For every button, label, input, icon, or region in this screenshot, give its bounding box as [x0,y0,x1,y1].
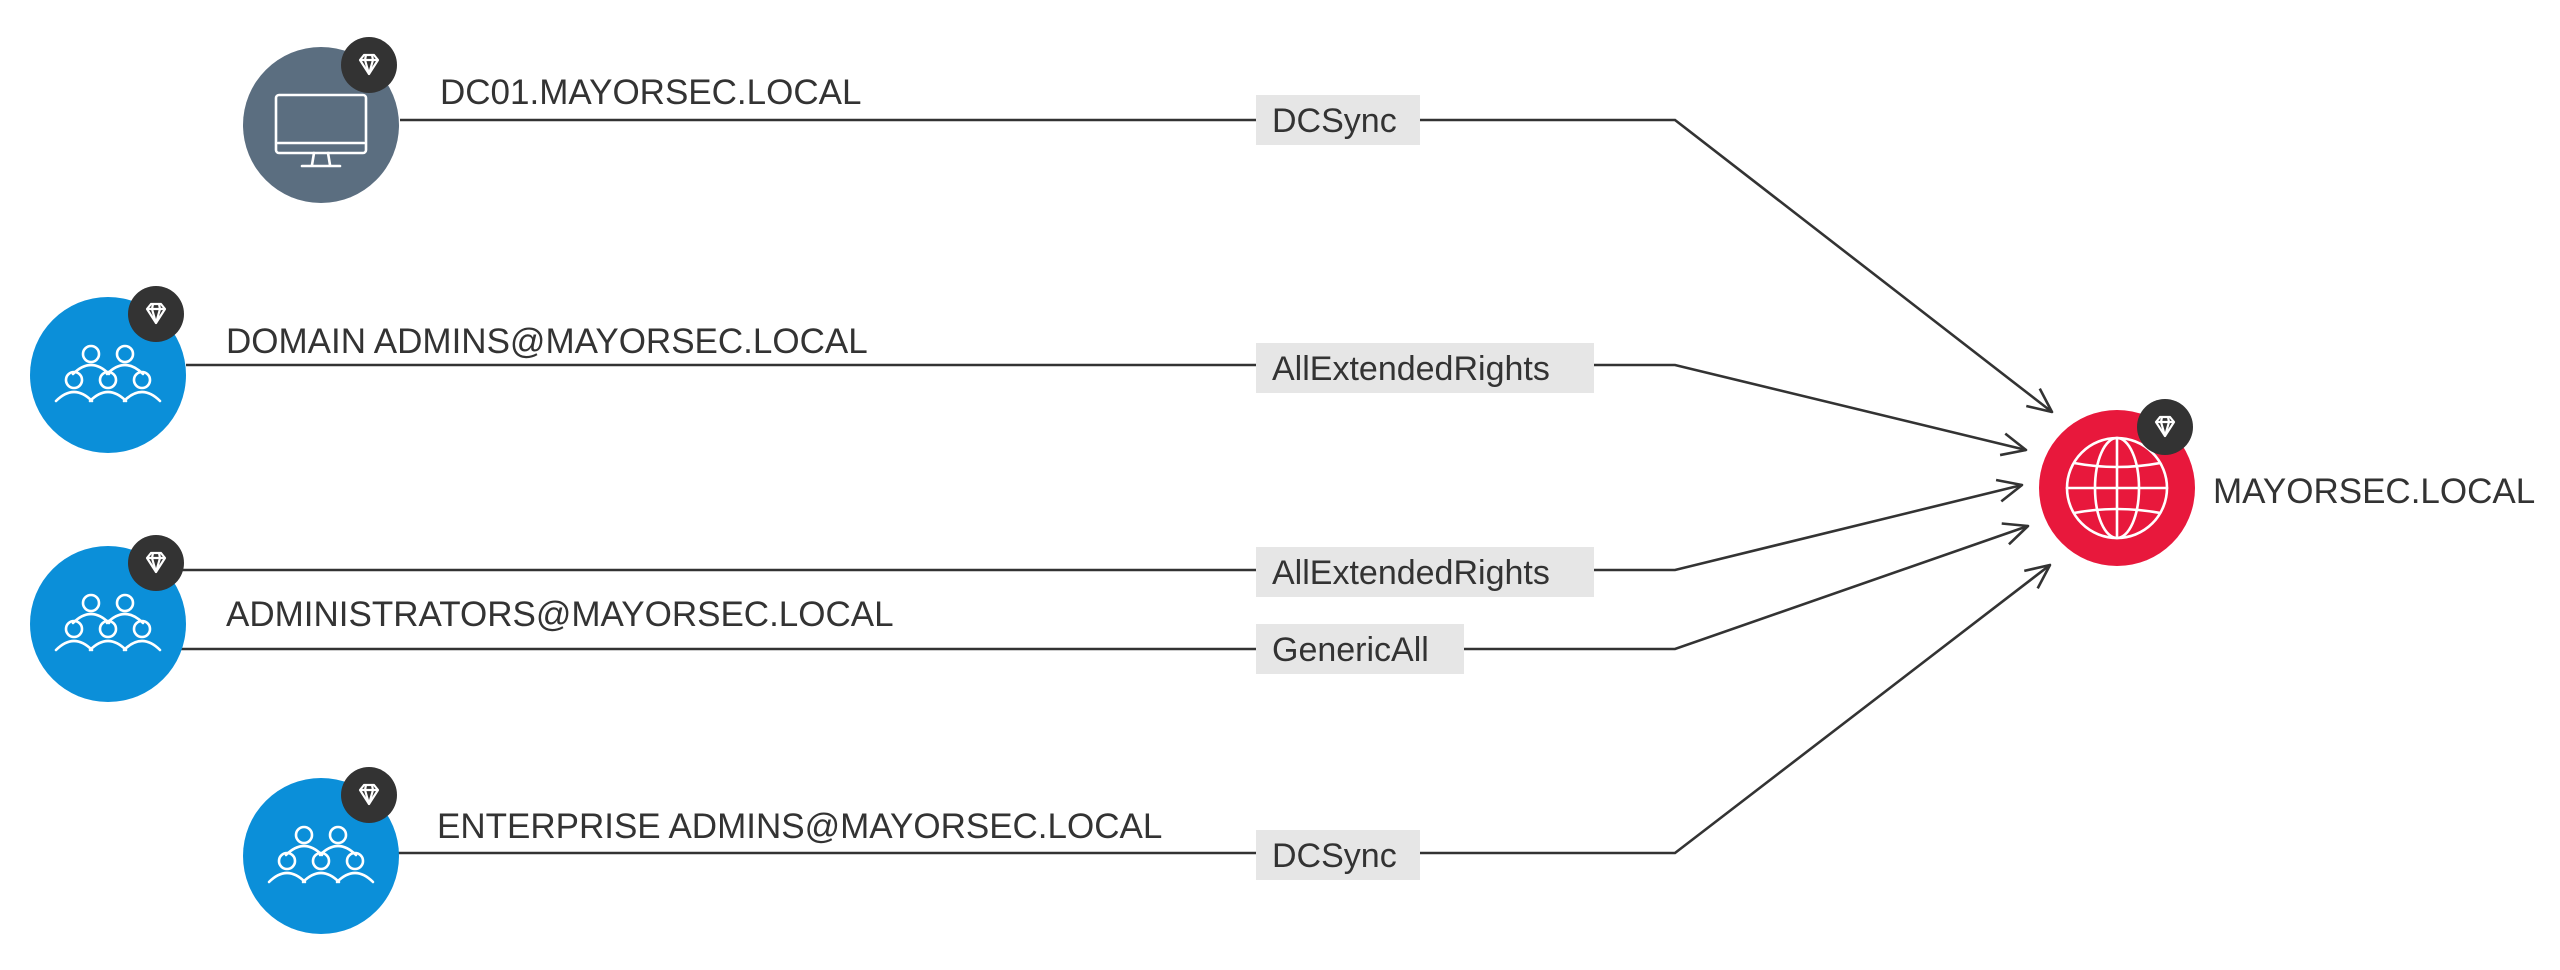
users-group-icon [267,825,375,884]
edge-enterprise-admins-dcsync[interactable]: DCSync [396,563,2052,880]
high-value-badge [128,286,184,342]
node-enterprise-admins[interactable]: ENTERPRISE ADMINS@MAYORSEC.LOCAL [243,767,1162,934]
edge-label-dcsync[interactable]: DCSync [1272,837,1397,875]
high-value-badge [2137,399,2193,455]
edge-label-bg [1256,624,1464,674]
edge-dc01-dcsync[interactable]: DCSync [400,95,2054,414]
node-label: MAYORSEC.LOCAL [2213,472,2535,511]
edge-label-bg [1256,830,1420,880]
edge-label-bg [1256,95,1420,145]
high-value-badge [341,767,397,823]
edge-administrators-allextendedrights[interactable]: AllExtendedRights [180,478,2024,597]
node-label: DOMAIN ADMINS@MAYORSEC.LOCAL [226,322,868,361]
users-group-icon [54,593,162,652]
edge-administrators-genericall[interactable]: GenericAll [180,522,2030,674]
edge-label-allextendedrights[interactable]: AllExtendedRights [1272,350,1550,388]
users-group-icon [54,344,162,403]
edge-label-bg [1256,343,1594,393]
node-label: DC01.MAYORSEC.LOCAL [440,73,861,112]
node-dc01[interactable]: DC01.MAYORSEC.LOCAL [243,37,861,203]
node-administrators[interactable]: ADMINISTRATORS@MAYORSEC.LOCAL [30,535,894,702]
node-label: ENTERPRISE ADMINS@MAYORSEC.LOCAL [437,807,1162,846]
edge-domain-admins-allextendedrights[interactable]: AllExtendedRights [186,343,2028,457]
edge-label-allextendedrights[interactable]: AllExtendedRights [1272,554,1550,592]
node-label: ADMINISTRATORS@MAYORSEC.LOCAL [226,595,894,634]
high-value-badge [341,37,397,93]
high-value-badge [128,535,184,591]
edge-label-dcsync[interactable]: DCSync [1272,102,1397,140]
edge-label-genericall[interactable]: GenericAll [1272,631,1429,669]
globe-icon [2065,436,2169,540]
edge-label-bg [1256,547,1594,597]
monitor-icon [274,93,368,168]
node-domain-admins[interactable]: DOMAIN ADMINS@MAYORSEC.LOCAL [30,286,868,453]
node-mayorsec-local[interactable]: MAYORSEC.LOCAL [2039,399,2535,566]
